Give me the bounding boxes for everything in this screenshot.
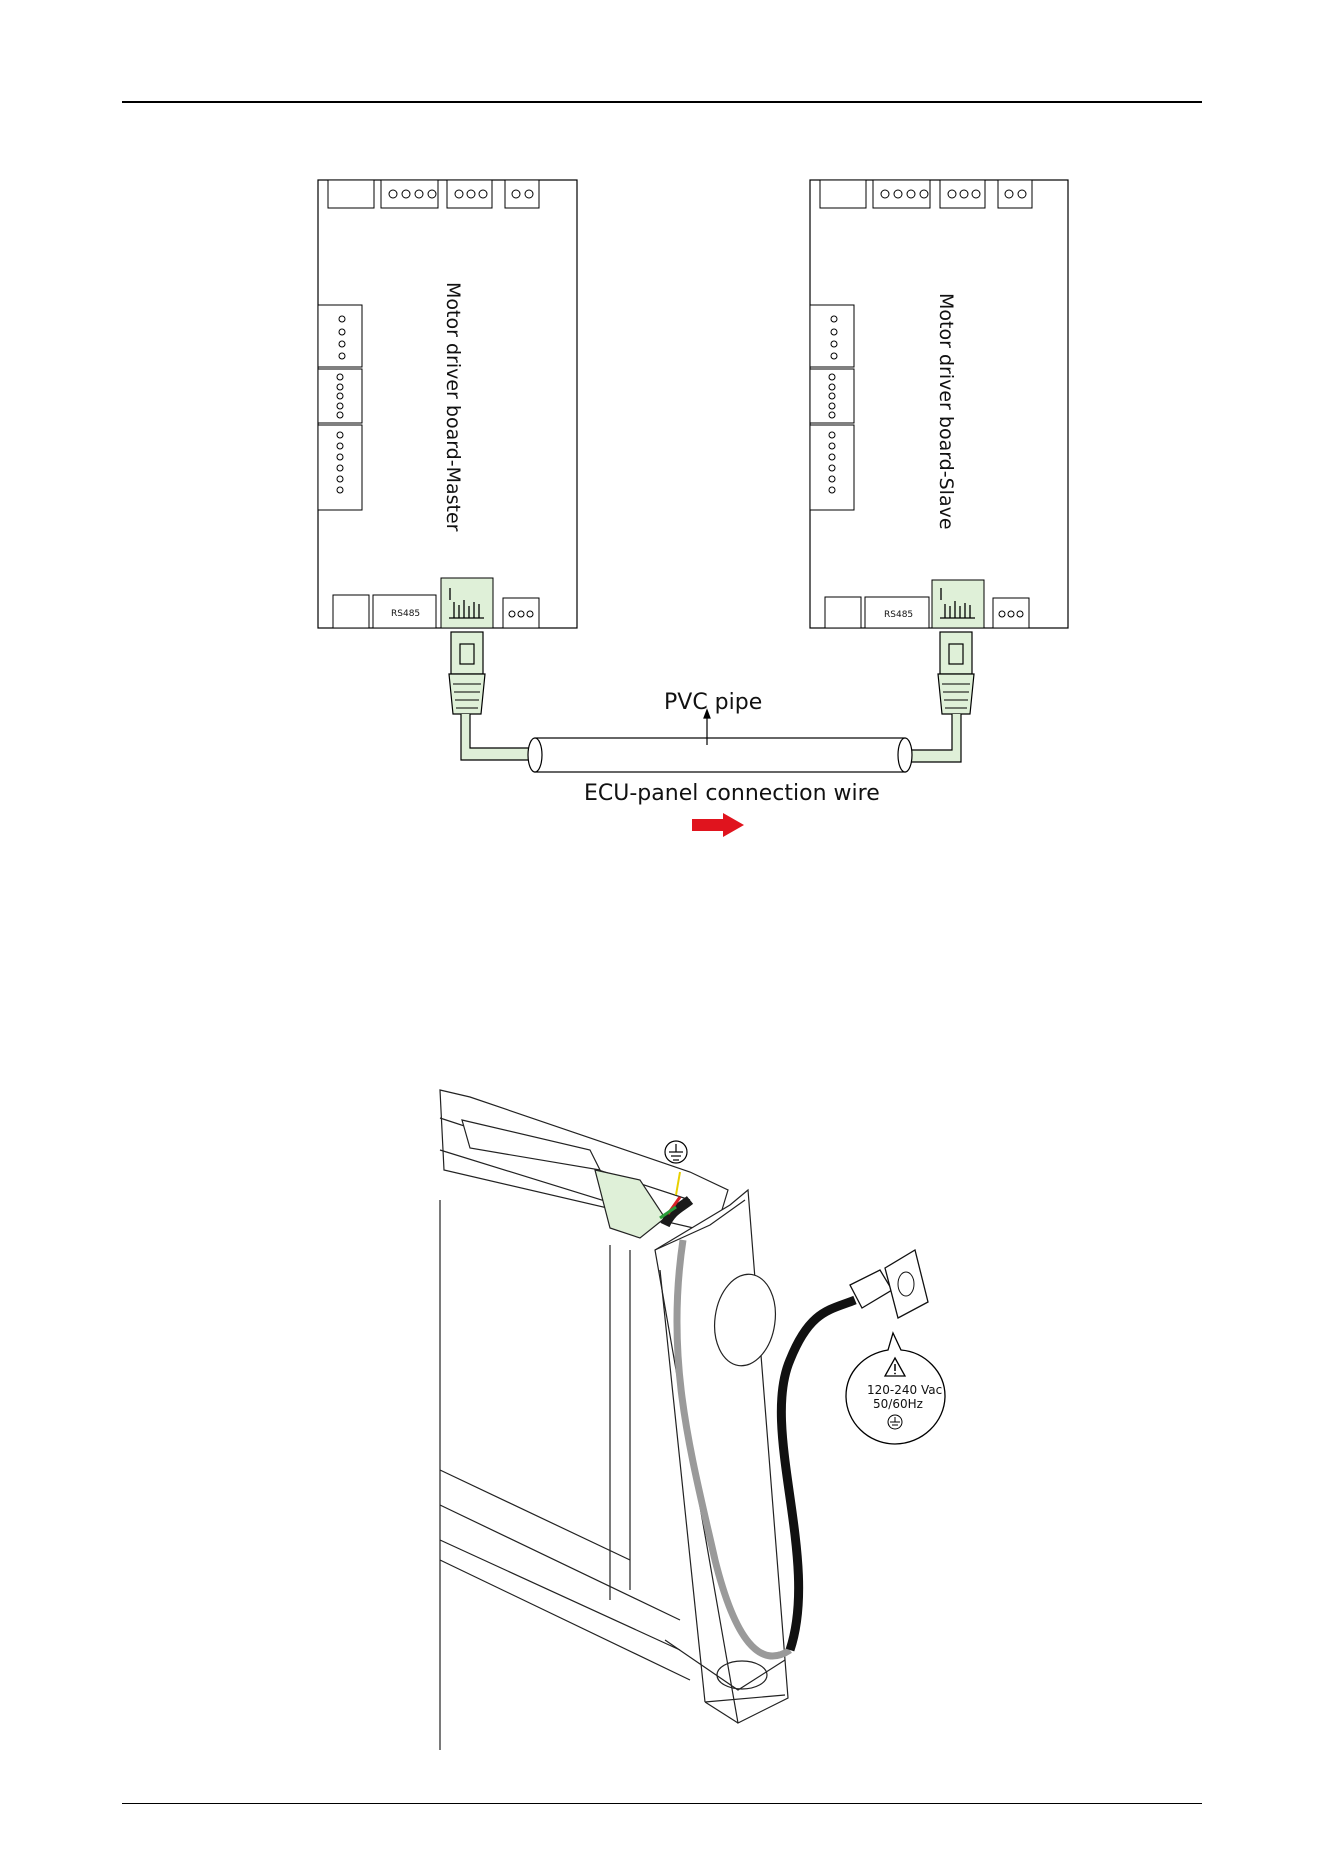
- ground-symbol-icon: [665, 1141, 687, 1163]
- plug-icon: [850, 1270, 892, 1308]
- wall-outlet-icon: [885, 1250, 928, 1318]
- warning-triangle-icon: [885, 1358, 905, 1376]
- footer-rule: [122, 1803, 1202, 1804]
- ground-symbol-icon: [888, 1415, 902, 1429]
- pvc-pipe-label: PVC pipe: [664, 690, 762, 715]
- master-board: Motor driver board-Master RS485: [318, 180, 577, 628]
- frequency-label: 50/60Hz: [873, 1397, 923, 1411]
- master-rs485-label: RS485: [391, 609, 420, 619]
- voltage-label: 120-240 Vac: [867, 1383, 942, 1397]
- master-board-label: Motor driver board-Master: [442, 282, 464, 532]
- direction-arrow-icon: [692, 813, 744, 837]
- slave-rs485-label: RS485: [884, 610, 913, 620]
- voltage-warning-bubble: 120-240 Vac 50/60Hz: [846, 1333, 945, 1444]
- connection-wire-label: ECU-panel connection wire: [584, 781, 880, 806]
- slave-board-label: Motor driver board-Slave: [935, 293, 957, 530]
- slave-board: Motor driver board-Slave RS485: [810, 180, 1068, 628]
- wiring-diagram: Motor driver board-Master RS485 Mot: [0, 0, 1324, 860]
- power-cord: [781, 1300, 855, 1650]
